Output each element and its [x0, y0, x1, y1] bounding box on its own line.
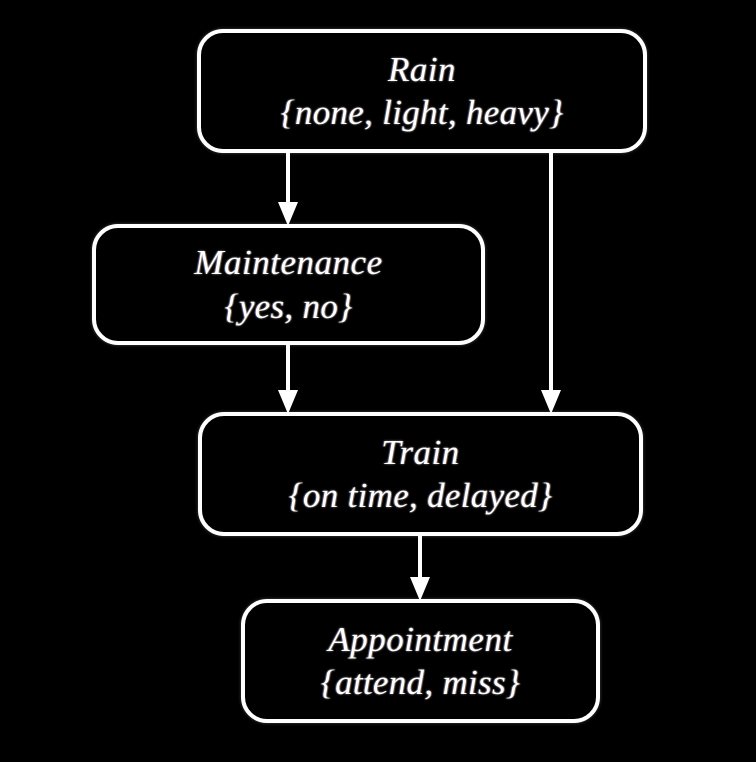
arrow-down-icon — [410, 533, 430, 601]
node-rain-label: Rain — [387, 49, 457, 89]
node-appointment-label: Appointment — [328, 619, 513, 659]
arrow-down-icon — [278, 150, 298, 226]
edge-rain-to-train — [531, 150, 571, 416]
arrow-down-icon — [278, 342, 298, 414]
edge-rain-to-maintenance — [268, 150, 308, 228]
node-train-values: {on time, delayed} — [288, 476, 553, 515]
node-maintenance[interactable]: Maintenance {yes, no} — [92, 224, 485, 345]
arrow-down-icon — [541, 150, 561, 414]
edge-train-to-appointment — [400, 533, 440, 603]
node-appointment[interactable]: Appointment {attend, miss} — [241, 599, 600, 723]
edge-maintenance-to-train — [268, 342, 308, 416]
node-appointment-values: {attend, miss} — [320, 663, 521, 702]
node-train-label: Train — [381, 432, 460, 472]
node-rain[interactable]: Rain {none, light, heavy} — [197, 29, 647, 153]
node-maintenance-label: Maintenance — [194, 243, 383, 283]
node-rain-values: {none, light, heavy} — [280, 93, 564, 132]
node-train[interactable]: Train {on time, delayed} — [198, 412, 643, 536]
node-maintenance-values: {yes, no} — [224, 286, 353, 326]
